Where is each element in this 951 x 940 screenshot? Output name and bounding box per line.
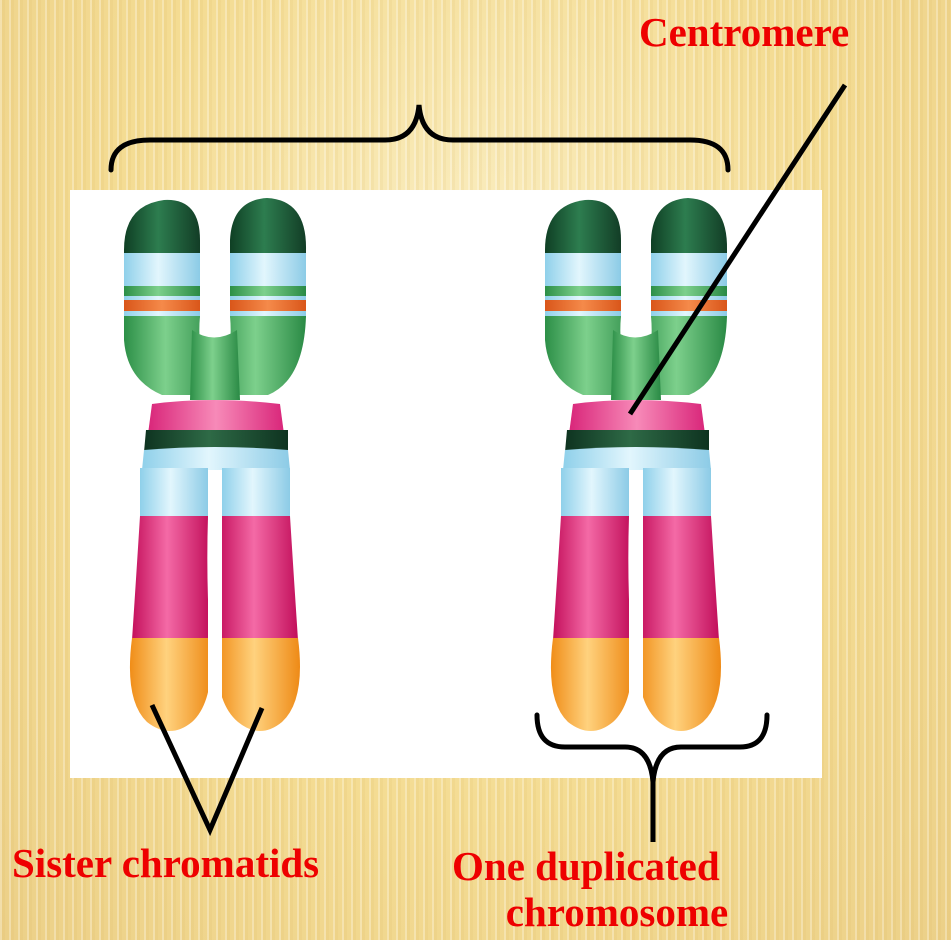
centromere-label: Centromere bbox=[639, 12, 849, 53]
chromosome-right bbox=[545, 198, 727, 760]
duplicated-label-line1: One duplicated bbox=[452, 843, 852, 889]
duplicated-label-line2: chromosome bbox=[382, 889, 852, 935]
sister-chromatids-label: Sister chromatids bbox=[12, 843, 319, 884]
chromosome-left bbox=[124, 198, 306, 760]
top-brace bbox=[111, 105, 728, 170]
bottom-brace bbox=[537, 715, 767, 782]
duplicated-chromosome-label: One duplicated chromosome bbox=[452, 843, 852, 935]
